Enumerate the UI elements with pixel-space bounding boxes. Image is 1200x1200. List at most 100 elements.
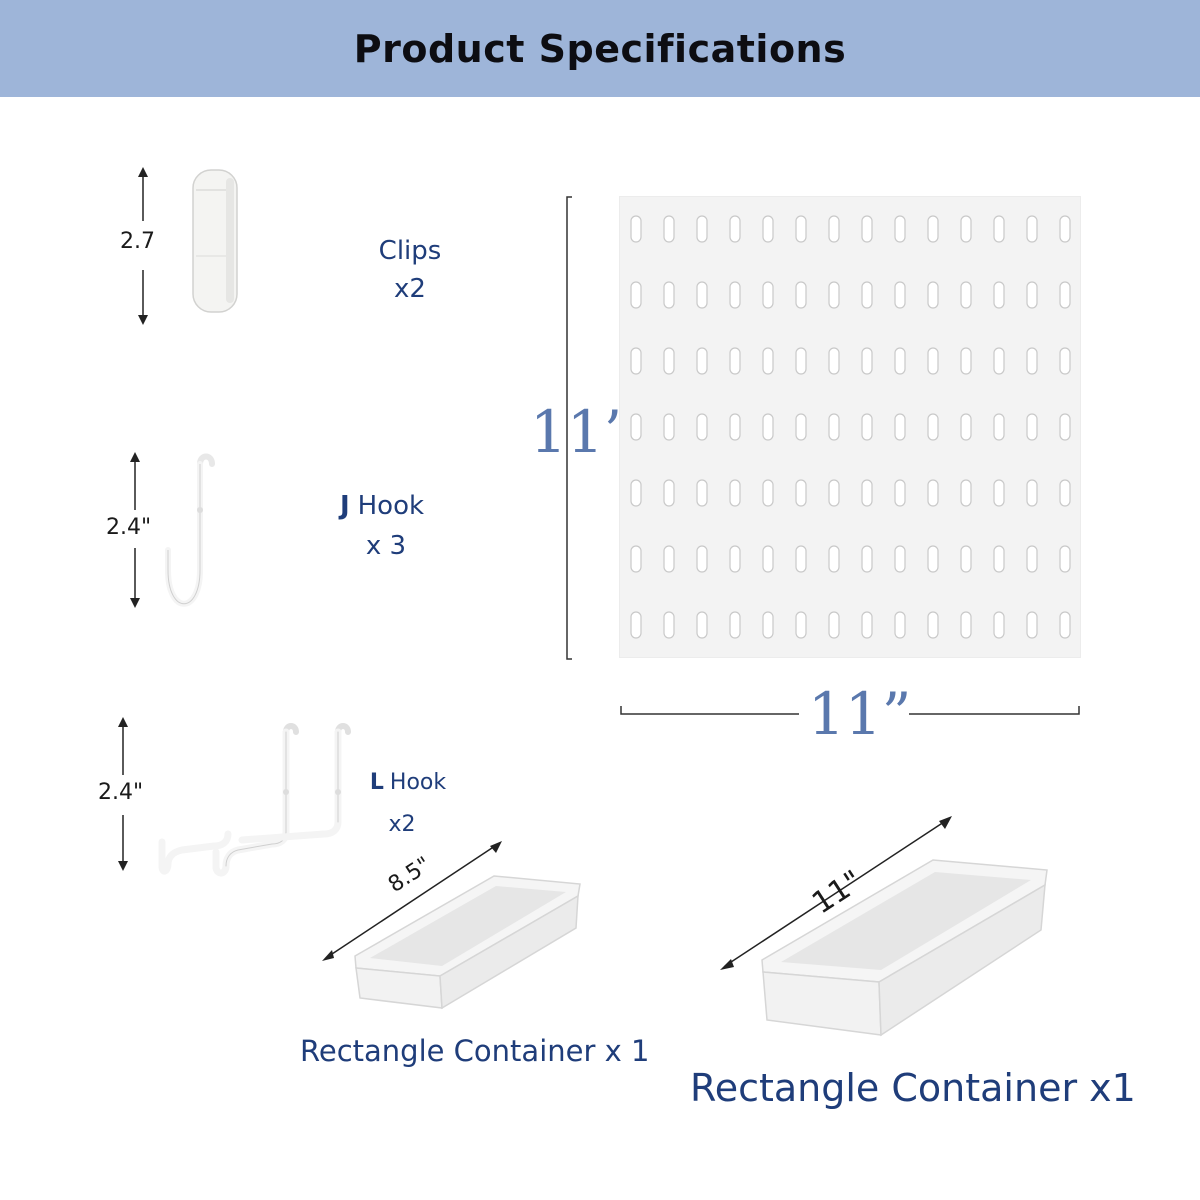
pegboard-slot <box>894 479 906 507</box>
j-hook-image <box>165 453 215 607</box>
pegboard-slot <box>795 545 807 573</box>
pegboard-slot <box>696 347 708 375</box>
pegboard-slot <box>960 281 972 309</box>
pegboard-slot <box>993 413 1005 441</box>
clips-dimension-label: 2.7 <box>120 229 155 254</box>
pegboard-slot <box>762 611 774 639</box>
pegboard-slot <box>729 479 741 507</box>
large-container-image <box>720 816 1048 1037</box>
pegboard-slot <box>894 413 906 441</box>
l-hook-dimension-arrow <box>118 717 128 871</box>
pegboard-slot <box>1026 413 1038 441</box>
pegboard-slot <box>630 281 642 309</box>
pegboard-slot <box>993 281 1005 309</box>
pegboard-slot <box>861 479 873 507</box>
pegboard-slot <box>762 545 774 573</box>
pegboard-slot <box>861 281 873 309</box>
pegboard-slot <box>927 215 939 243</box>
pegboard-slot <box>861 347 873 375</box>
pegboard-height-bracket <box>566 196 572 660</box>
pegboard-slot <box>960 479 972 507</box>
pegboard-slot <box>861 413 873 441</box>
pegboard-width-label: 11” <box>808 680 912 748</box>
pegboard-slot <box>1026 611 1038 639</box>
pegboard-slot <box>630 479 642 507</box>
pegboard-slot <box>960 347 972 375</box>
header-banner: Product Specifications <box>0 0 1200 97</box>
clips-name: Clips <box>378 236 442 266</box>
pegboard-slot <box>630 611 642 639</box>
l-hook-quantity: x2 <box>388 812 416 837</box>
pegboard-slot <box>894 281 906 309</box>
pegboard-slot <box>927 413 939 441</box>
pegboard-slot <box>1026 479 1038 507</box>
j-hook-dimension-label: 2.4" <box>106 515 152 540</box>
pegboard-slot <box>894 347 906 375</box>
pegboard-slot <box>993 215 1005 243</box>
pegboard-slot <box>1026 545 1038 573</box>
pegboard-slot <box>894 545 906 573</box>
pegboard-slot <box>960 545 972 573</box>
pegboard-slot <box>1059 479 1071 507</box>
large-container-label: Rectangle Container x1 <box>690 1066 1136 1110</box>
pegboard-slot <box>663 215 675 243</box>
pegboard-slot <box>663 281 675 309</box>
pegboard-slot <box>696 215 708 243</box>
pegboard-slot <box>861 215 873 243</box>
clip-image <box>192 169 238 313</box>
pegboard-image <box>619 196 1081 658</box>
pegboard-slot <box>993 479 1005 507</box>
pegboard-slot <box>894 215 906 243</box>
pegboard-slot <box>762 347 774 375</box>
pegboard-slot <box>960 611 972 639</box>
pegboard-slot <box>960 413 972 441</box>
pegboard-slot <box>828 215 840 243</box>
j-hook-letter: J <box>339 491 350 521</box>
pegboard-slot <box>696 413 708 441</box>
pegboard-slot <box>663 545 675 573</box>
pegboard-width-bracket <box>620 706 1080 715</box>
pegboard-holes <box>630 215 1071 639</box>
pegboard-slot <box>762 215 774 243</box>
clips-label: Clips x2 <box>365 232 455 308</box>
pegboard-slot <box>729 347 741 375</box>
pegboard-slot <box>795 281 807 309</box>
pegboard-slot <box>861 545 873 573</box>
pegboard-slot <box>696 281 708 309</box>
pegboard-slot <box>762 281 774 309</box>
pegboard-slot <box>795 611 807 639</box>
clips-dimension-arrow <box>138 167 148 325</box>
pegboard-slot <box>630 545 642 573</box>
small-container-image <box>322 841 581 1010</box>
clips-quantity: x2 <box>394 274 426 304</box>
small-container-label: Rectangle Container x 1 <box>300 1034 650 1068</box>
pegboard-slot <box>696 545 708 573</box>
pegboard-slot <box>762 479 774 507</box>
pegboard-slot <box>795 215 807 243</box>
pegboard-slot <box>1059 281 1071 309</box>
pegboard-slot <box>1026 281 1038 309</box>
pegboard-slot <box>795 479 807 507</box>
j-hook-quantity: x 3 <box>365 531 407 561</box>
pegboard-slot <box>729 611 741 639</box>
pegboard-slot <box>729 281 741 309</box>
l-hook-name-text: Hook <box>389 770 447 795</box>
pegboard-slot <box>696 611 708 639</box>
pegboard-slot <box>1059 215 1071 243</box>
pegboard-slot <box>1059 611 1071 639</box>
l-hook-letter: L <box>369 770 384 795</box>
pegboard-slot <box>630 347 642 375</box>
j-hook-name-text: Hook <box>357 491 425 521</box>
l-hook-image <box>158 723 351 877</box>
pegboard-slot <box>993 611 1005 639</box>
pegboard-slot <box>795 413 807 441</box>
pegboard-slot <box>1059 545 1071 573</box>
pegboard-slot <box>993 347 1005 375</box>
pegboard-slot <box>729 215 741 243</box>
pegboard-slot <box>630 215 642 243</box>
pegboard-slot <box>828 545 840 573</box>
pegboard-slot <box>630 413 642 441</box>
